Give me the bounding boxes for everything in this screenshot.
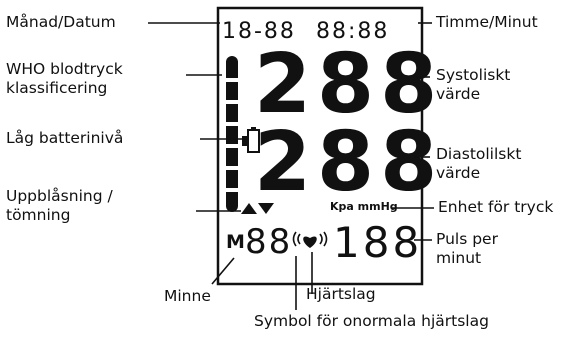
inflation-arrow-icon — [241, 203, 257, 214]
who-bar-segment — [226, 148, 238, 166]
label-who-classification: WHO blodtryck klassificering — [6, 60, 123, 98]
label-pressure-unit: Enhet för tryck — [438, 198, 554, 216]
label-inflation-line2: tömning — [6, 206, 71, 224]
who-bar-segment-bottom — [226, 192, 238, 212]
who-bar-segment — [226, 82, 238, 100]
label-diastolic: Diastolilskt värde — [436, 145, 521, 183]
leader-memory — [211, 257, 235, 285]
deflation-arrow-icon — [258, 203, 274, 214]
arrhythmia-wave-left-icon — [292, 231, 301, 247]
label-systolic: Systoliskt värde — [436, 66, 510, 104]
memory-letter: M — [226, 231, 245, 253]
time-digits: 88:88 — [316, 19, 389, 44]
label-inflation: Uppblåsning / tömning — [6, 187, 113, 225]
label-diastolic-line1: Diastolilskt — [436, 145, 522, 163]
pulse-digits: 188 — [333, 218, 422, 267]
label-hour-minute: Timme/Minut — [436, 13, 538, 31]
label-pulse-line2: minut — [436, 249, 482, 267]
battery-icon — [242, 127, 260, 153]
who-bar-segment — [226, 170, 238, 188]
label-arrhythmia: Symbol för onormala hjärtslag — [254, 312, 489, 330]
leader-lines — [148, 22, 434, 310]
diastolic-digits: 288 — [254, 115, 443, 210]
label-pulse: Puls per minut — [436, 230, 498, 268]
label-month-date: Månad/Datum — [6, 13, 116, 31]
who-bar-segment-top — [226, 56, 238, 78]
heartbeat-icon — [292, 231, 328, 248]
arrhythmia-wave-right-icon — [319, 231, 328, 247]
who-bar-segment — [226, 104, 238, 122]
label-who-line1: WHO blodtryck — [6, 60, 123, 78]
label-pulse-line1: Puls per — [436, 230, 498, 248]
label-heartbeat: Hjärtslag — [306, 285, 376, 303]
who-bar-segment — [226, 126, 238, 144]
label-who-line2: klassificering — [6, 79, 108, 97]
label-memory: Minne — [164, 287, 211, 305]
label-diastolic-line2: värde — [436, 164, 481, 182]
label-low-battery: Låg batterinivå — [6, 129, 124, 147]
who-classification-bar — [226, 56, 238, 212]
label-systolic-line1: Systoliskt — [436, 66, 511, 84]
memory-digits: 88 — [245, 222, 292, 262]
lcd-frame — [216, 6, 424, 286]
date-digits: 18-88 — [222, 19, 296, 44]
pressure-unit-text: Kpa mmHg — [330, 200, 398, 213]
label-systolic-line2: värde — [436, 85, 481, 103]
systolic-digits: 288 — [254, 37, 443, 132]
label-inflation-line1: Uppblåsning / — [6, 187, 113, 205]
